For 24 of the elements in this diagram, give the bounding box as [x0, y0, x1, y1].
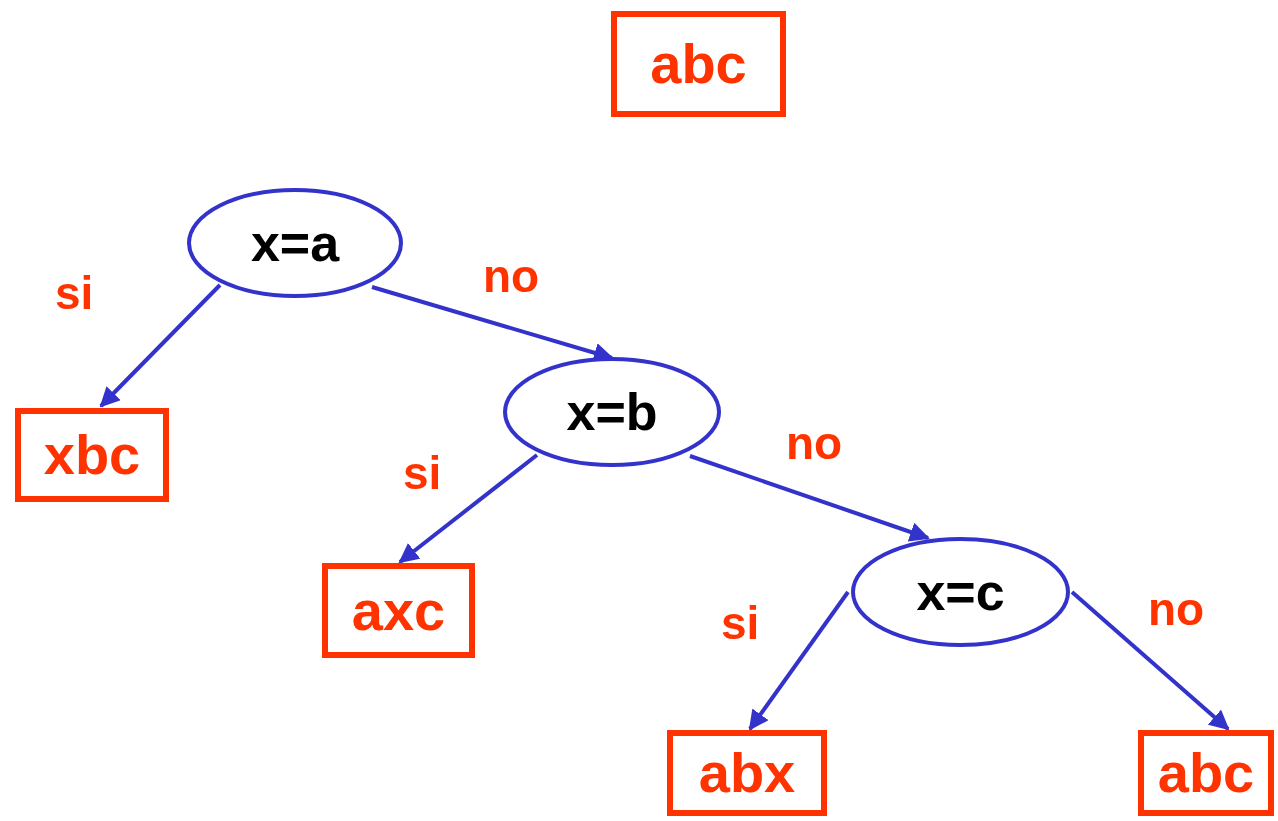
edge-label: si [721, 600, 760, 646]
arrow [99, 283, 222, 408]
result-box [322, 563, 475, 658]
result-text: abx [698, 745, 796, 801]
edge-label: no [483, 253, 540, 299]
result-text: abc [650, 36, 747, 92]
arrow [398, 453, 539, 564]
condition-text: x=c [916, 566, 1005, 618]
result-box [1138, 730, 1274, 816]
result-text: xbc [43, 427, 141, 483]
result-text: abc [1157, 745, 1255, 801]
edge-label: si [55, 270, 94, 316]
condition-text: x=b [566, 386, 658, 438]
edge-label: no [1148, 586, 1205, 632]
result-box [611, 11, 786, 117]
edge-label: no [786, 420, 843, 466]
arrow [689, 454, 930, 542]
result-text: axc [351, 582, 446, 639]
result-box [15, 408, 169, 502]
condition-text: x=a [250, 217, 340, 269]
result-box [667, 730, 827, 816]
arrow [1070, 590, 1230, 731]
edge-label: si [403, 450, 442, 496]
arrow [748, 590, 850, 731]
